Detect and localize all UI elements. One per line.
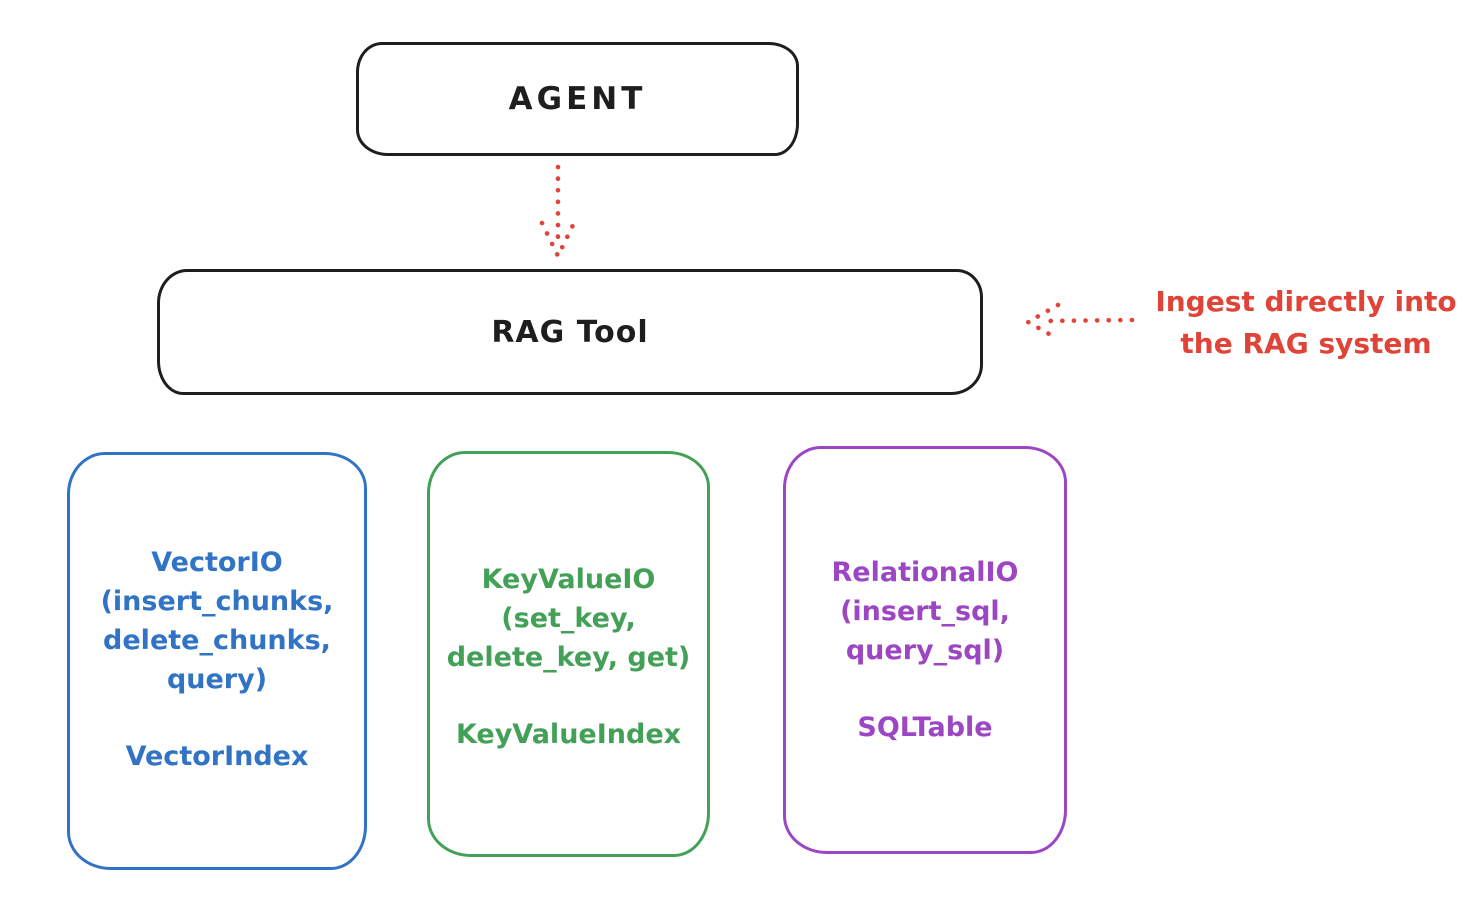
storage-box-index: SQLTable: [857, 712, 993, 743]
agent-label: AGENT: [508, 81, 647, 117]
ingest-annotation: Ingest directly into the RAG system: [1128, 281, 1484, 365]
storage-box-index: KeyValueIndex: [455, 719, 682, 750]
ingest-annotation-line1: Ingest directly into: [1155, 285, 1457, 318]
arrow-down-agent-to-rag-icon: [539, 164, 577, 262]
storage-box-key-value-io: KeyValueIO (set_key, delete_key, get) Ke…: [427, 451, 710, 857]
ingest-annotation-line2: the RAG system: [1180, 327, 1432, 360]
storage-box-index: VectorIndex: [125, 741, 309, 772]
rag-tool-node: RAG Tool: [157, 269, 983, 395]
agent-node: AGENT: [356, 42, 799, 156]
storage-box-title: VectorIO: [151, 547, 283, 578]
storage-box-methods: (set_key, delete_key, get): [446, 603, 691, 673]
storage-box-title: RelationalIO: [831, 557, 1019, 588]
storage-box-methods: (insert_sql, query_sql): [840, 596, 1010, 666]
storage-box-title: KeyValueIO: [481, 564, 656, 595]
storage-box-vector-io: VectorIO (insert_chunks, delete_chunks, …: [67, 452, 367, 870]
arrow-left-annotation-to-rag-icon: [1023, 302, 1135, 342]
rag-tool-label: RAG Tool: [491, 314, 649, 350]
storage-box-methods: (insert_chunks, delete_chunks, query): [100, 586, 334, 695]
storage-box-relational-io: RelationalIO (insert_sql, query_sql) SQL…: [783, 446, 1067, 854]
